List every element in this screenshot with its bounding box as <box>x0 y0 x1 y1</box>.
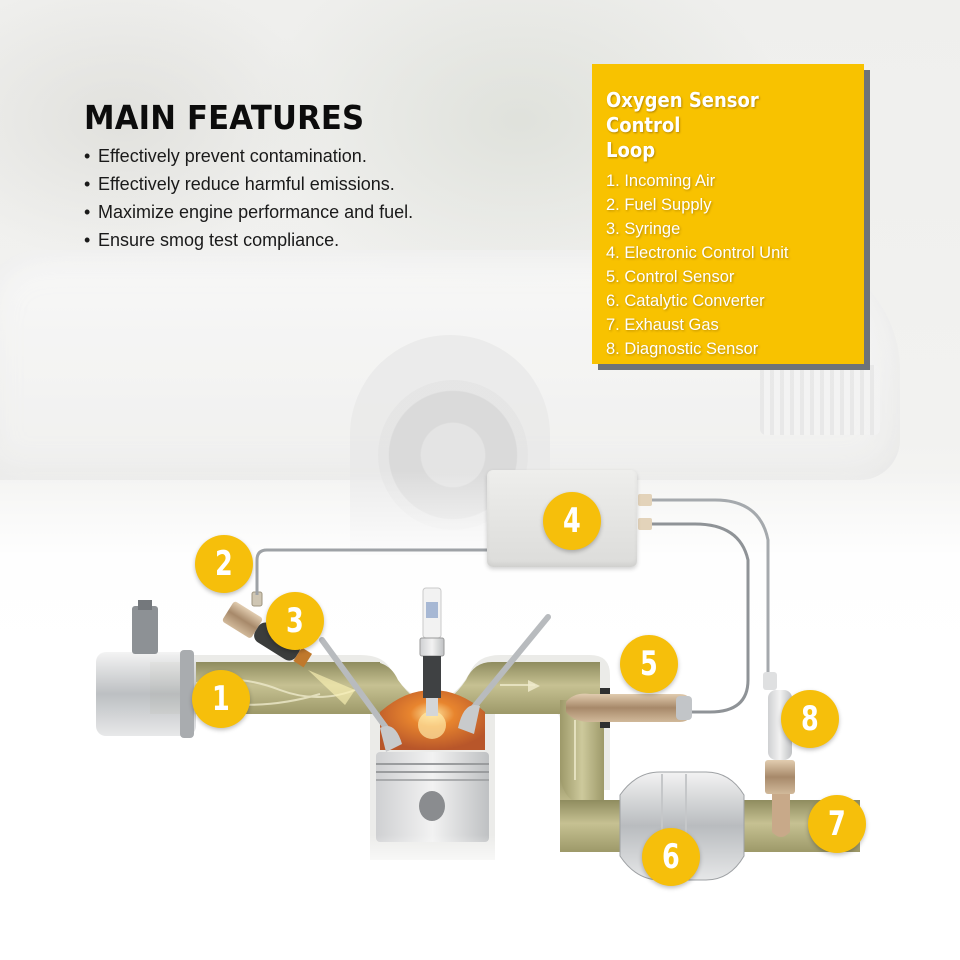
feature-item: •Effectively reduce harmful emissions. <box>84 170 413 198</box>
legend-item: 6. Catalytic Converter <box>606 292 765 310</box>
legend-item: 4. Electronic Control Unit <box>606 244 789 262</box>
callout-2: 2 <box>195 535 253 593</box>
legend-item: 2. Fuel Supply <box>606 196 712 214</box>
main-features-section: MAIN FEATURES •Effectively prevent conta… <box>84 98 413 254</box>
callout-7: 7 <box>808 795 866 853</box>
bullet-icon: • <box>84 146 91 166</box>
callout-8: 8 <box>781 690 839 748</box>
feature-item: •Effectively prevent contamination. <box>84 142 413 170</box>
legend-list: 1. Incoming Air 2. Fuel Supply 3. Syring… <box>606 169 850 361</box>
legend-item: 5. Control Sensor <box>606 268 735 286</box>
callout-3: 3 <box>266 592 324 650</box>
legend-box: Oxygen Sensor Control Loop 1. Incoming A… <box>592 64 864 364</box>
car-grille <box>760 365 880 435</box>
legend-item: 8. Diagnostic Sensor <box>606 340 759 358</box>
main-features-title: MAIN FEATURES <box>84 98 365 137</box>
bullet-icon: • <box>84 230 91 250</box>
bullet-icon: • <box>84 174 91 194</box>
legend-title: Oxygen Sensor Control Loop <box>606 88 759 162</box>
feature-item: •Ensure smog test compliance. <box>84 226 413 254</box>
callout-4: 4 <box>543 492 601 550</box>
legend-item: 7. Exhaust Gas <box>606 316 719 334</box>
callout-5: 5 <box>620 635 678 693</box>
bullet-icon: • <box>84 202 91 222</box>
callout-6: 6 <box>642 828 700 886</box>
legend-item: 1. Incoming Air <box>606 172 716 190</box>
main-features-list: •Effectively prevent contamination. •Eff… <box>84 142 413 254</box>
callout-1: 1 <box>192 670 250 728</box>
feature-item: •Maximize engine performance and fuel. <box>84 198 413 226</box>
legend-item: 3. Syringe <box>606 220 681 238</box>
